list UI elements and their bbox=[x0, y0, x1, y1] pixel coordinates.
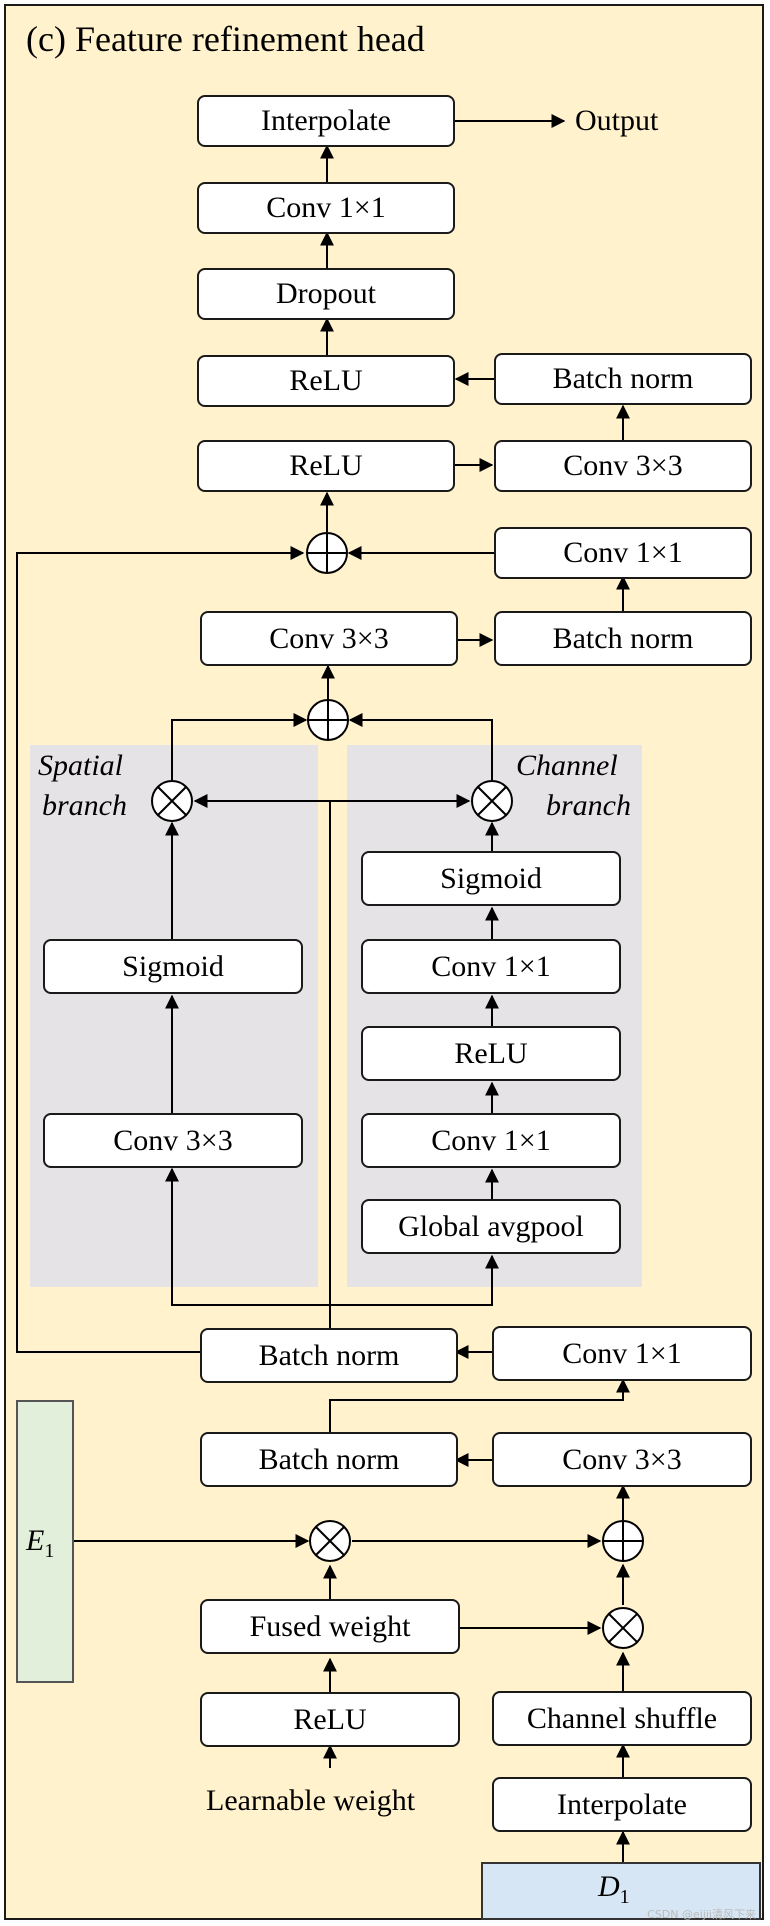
conv1x1-right-box-lower: Conv 1×1 bbox=[492, 1326, 752, 1381]
spatial-branch-label-1: Spatial bbox=[38, 749, 124, 782]
add-circle-icon bbox=[307, 699, 349, 741]
relu-box-lower: ReLU bbox=[197, 440, 455, 492]
conv1x1-right-box-upper: Conv 1×1 bbox=[494, 527, 752, 579]
conv3x3-mid-box: Conv 3×3 bbox=[200, 611, 458, 666]
d1-input-block bbox=[481, 1862, 761, 1920]
batchnorm-right-box-mid: Batch norm bbox=[494, 611, 752, 666]
channel-branch-label-1: Channel bbox=[516, 749, 618, 782]
diagram-title: (c) Feature refinement head bbox=[26, 19, 425, 59]
relu-channel-box: ReLU bbox=[361, 1026, 621, 1081]
batchnorm-left-box-upper: Batch norm bbox=[200, 1328, 458, 1383]
multiply-circle-icon bbox=[471, 780, 513, 822]
dropout-box: Dropout bbox=[197, 268, 455, 320]
relu-box-upper: ReLU bbox=[197, 355, 455, 407]
sigmoid-spatial-box: Sigmoid bbox=[43, 939, 303, 994]
multiply-circle-icon bbox=[309, 1520, 351, 1562]
e1-label: E1 bbox=[26, 1524, 55, 1562]
conv1x1-channel-box-upper: Conv 1×1 bbox=[361, 939, 621, 994]
conv3x3-spatial-box: Conv 3×3 bbox=[43, 1113, 303, 1168]
multiply-circle-icon bbox=[151, 780, 193, 822]
sigmoid-channel-box: Sigmoid bbox=[361, 851, 621, 906]
conv3x3-right-box-lower: Conv 3×3 bbox=[492, 1432, 752, 1487]
multiply-circle-icon bbox=[602, 1607, 644, 1649]
add-circle-icon bbox=[306, 532, 348, 574]
fused-weight-box: Fused weight bbox=[200, 1599, 460, 1654]
e1-input-block bbox=[16, 1400, 74, 1683]
conv1x1-top-box: Conv 1×1 bbox=[197, 182, 455, 234]
channel-branch-label-2: branch bbox=[546, 789, 631, 822]
conv3x3-right-box-upper: Conv 3×3 bbox=[494, 440, 752, 492]
conv1x1-channel-box-lower: Conv 1×1 bbox=[361, 1113, 621, 1168]
watermark: CSDN @eijii清风下来 bbox=[647, 1908, 756, 1921]
relu-bottom-box: ReLU bbox=[200, 1692, 460, 1747]
global-avgpool-box: Global avgpool bbox=[361, 1199, 621, 1254]
channel-shuffle-box: Channel shuffle bbox=[492, 1691, 752, 1746]
output-label: Output bbox=[575, 104, 659, 137]
interpolate-bottom-box: Interpolate bbox=[492, 1777, 752, 1832]
learnable-weight-label: Learnable weight bbox=[206, 1784, 416, 1817]
batchnorm-right-box-upper: Batch norm bbox=[494, 353, 752, 405]
spatial-branch-label-2: branch bbox=[42, 789, 127, 822]
batchnorm-left-box-lower: Batch norm bbox=[200, 1432, 458, 1487]
add-circle-icon bbox=[602, 1520, 644, 1562]
d1-label: D1 bbox=[598, 1870, 630, 1908]
interpolate-top-box: Interpolate bbox=[197, 95, 455, 147]
